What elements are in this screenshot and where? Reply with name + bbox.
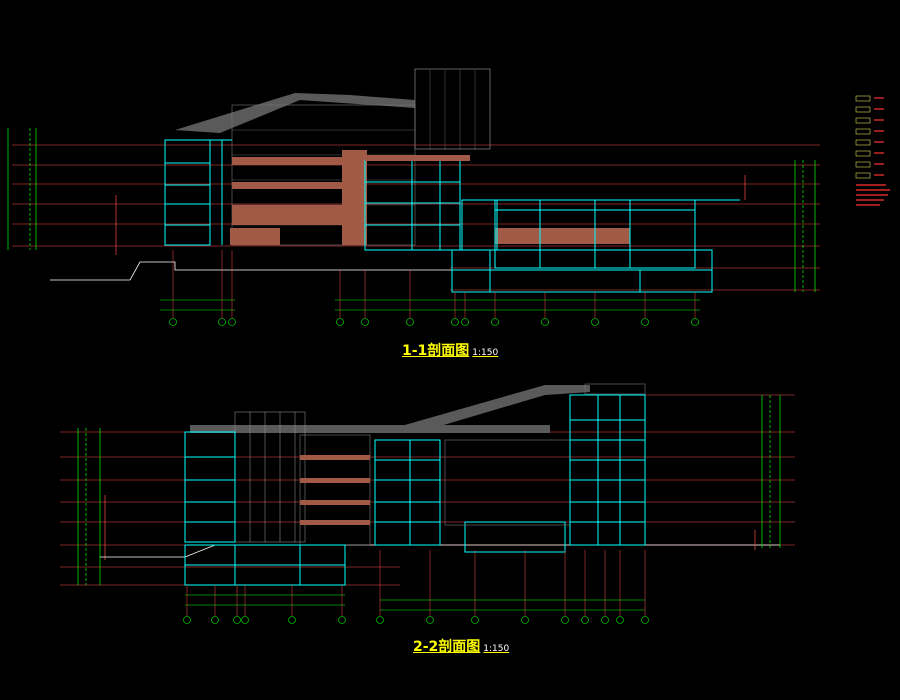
dimension-chain-1	[160, 299, 700, 311]
grid-axes-1	[172, 250, 696, 318]
grid-bubbles-2	[183, 616, 649, 624]
section-1-1-title-text: 1-1剖面图	[402, 343, 470, 359]
section-2-2	[60, 383, 795, 624]
legend-panel	[855, 95, 890, 206]
section-1-1-scale: 1:150	[472, 348, 499, 358]
left-elevation-markers-1	[7, 128, 117, 255]
roof-sweep-1	[175, 93, 415, 133]
grid-bubbles-1	[169, 318, 699, 326]
section-1-1	[7, 68, 820, 326]
section-2-2-title-text: 2-2剖面图	[413, 639, 481, 655]
dimension-chain-2	[185, 594, 645, 611]
right-elevation-markers-2	[754, 395, 781, 550]
right-elevation-markers-1	[744, 160, 816, 292]
left-elevation-markers-2	[77, 428, 106, 585]
floor-guide-lines-1	[12, 144, 820, 291]
grid-axes-2	[186, 550, 646, 616]
roof-sweep-2	[380, 385, 590, 432]
main-block-1	[164, 68, 740, 293]
ground-profile-1	[50, 261, 460, 281]
section-2-2-scale: 1:150	[483, 644, 510, 654]
tower-2	[234, 411, 306, 543]
